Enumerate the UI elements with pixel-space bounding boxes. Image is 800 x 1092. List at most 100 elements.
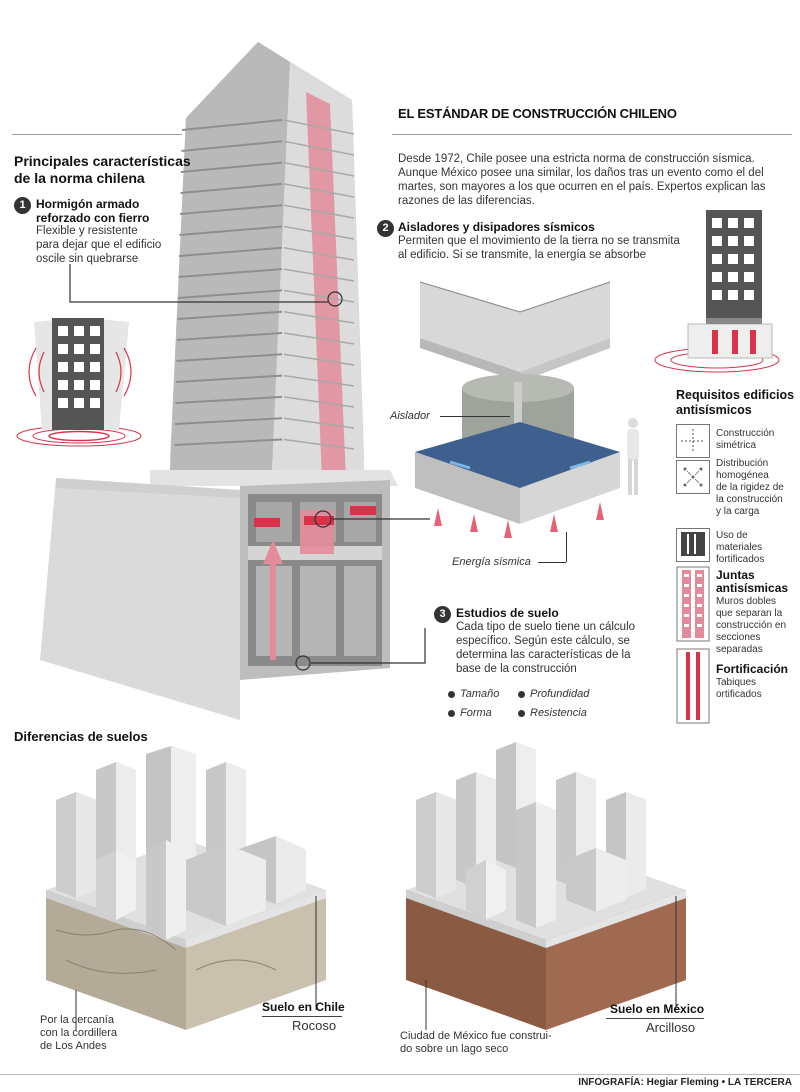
req-joints-line3: construcción en [716,620,787,631]
tower-floor-band [283,396,355,408]
item-3-title: Estudios de suelo [456,606,559,620]
tower-floor-band [174,438,283,446]
credit-source: LA TERCERA [727,1077,792,1088]
item-1-text-line2: para dejar que el edificio [36,239,162,251]
tower-floor-band [283,374,355,387]
tower-floor-band [283,268,355,282]
req-symmetry-line2: simétrica [716,440,757,451]
mexico-soil-type: Arcilloso [646,1020,696,1035]
item-3-text-line4: base de la construcción [456,663,577,675]
page-title: EL ESTÁNDAR DE CONSTRUCCIÓN CHILENO [398,106,677,121]
tower-floor-band [175,395,283,404]
mexico-soil-name: Suelo en México [610,1002,705,1016]
tower-floor-band [176,332,283,341]
req-joints-title-line2: antisísmicas [716,581,789,595]
tower-floor-band [283,353,355,366]
isolator-band [254,518,280,527]
soil-factor-forma: Forma [448,707,492,719]
tower [170,42,364,480]
tower-floor-band [180,161,283,173]
mexico-note-line1: Ciudad de México fue construi- [400,1030,552,1042]
tower-floor-band [283,161,355,177]
soil-factor-resistencia: Resistencia [518,707,587,719]
tower-floor-band [181,119,283,131]
req-joints-title-line1: Juntas [716,568,755,582]
callout-lines [69,264,430,671]
req-joints-line4: secciones [716,632,761,643]
req-materials-line2: materiales [716,542,763,553]
item-1-title-line2: reforzado con fierro [36,211,150,225]
req-fortification-line2: ortificados [716,689,762,700]
req-materials-line1: Uso de [716,530,748,541]
section-title-line2: de la norma chilena [14,170,145,186]
tower-floor-band [181,140,283,152]
tower-floor-band [283,438,355,450]
tower-floor-band [283,225,355,240]
chile-soil-name: Suelo en Chile [262,1000,345,1014]
req-joints-line1: Muros dobles [716,596,777,607]
person-figure-icon [627,418,639,495]
tower-floor-band [177,310,283,320]
item-2-number: 2 [377,220,394,237]
materials-icon [676,528,710,562]
req-distribution-line5: y la carga [716,506,760,517]
req-joints-line5: separadas [716,644,763,655]
item-3-text-line1: Cada tipo de suelo tiene un cálculo [456,621,636,633]
soils-title: Diferencias de suelos [14,729,148,744]
isolator-illustration [415,281,620,538]
item-1-number: 1 [14,197,31,214]
tower-floor-band [175,374,283,383]
tower-floor-band [283,183,355,198]
distribution-icon [676,460,710,494]
section-title-line1: Principales características [14,153,191,169]
tower-floor-band [178,246,283,257]
label-aislador: Aislador [390,410,430,422]
requirements-title-line1: Requisitos edificios [676,388,795,402]
req-distribution-line3: de la rigidez de [716,482,784,493]
req-distribution-line4: la construcción [716,494,783,505]
item-1-title-line1: Hormigón armado [36,197,140,211]
soil-factor-tamano: Tamaño [448,688,499,700]
item-2-title: Aisladores y disipadores sísmicos [398,220,595,234]
tower-floor-band [178,268,283,278]
sway-building-icon [16,318,142,447]
tower-floor-band [283,247,355,261]
tower-floor-band [179,225,283,236]
req-distribution-line2: homogénea [716,470,769,481]
intro-text: Desde 1972, Chile posee una estricta nor… [398,153,766,207]
symmetry-icon [676,424,710,458]
chile-note-line1: Por la cercanía [40,1014,114,1026]
chile-note-line3: de Los Andes [40,1040,107,1052]
item-3-text-line3: determina las características de la [456,649,631,661]
item-1-text-line1: Flexible y resistente [36,225,138,237]
tower-floor-band [283,417,355,429]
tower-floor-band [283,204,355,219]
podium [40,470,398,720]
tower-floor-band [180,182,283,194]
req-fortification-line1: Tabiques [716,677,757,688]
tower-floor-band [283,119,355,135]
isolated-building-icon [654,210,780,373]
req-symmetry-line1: Construcción [716,428,775,439]
req-distribution-line1: Distribución [716,458,769,469]
chile-soil-type: Rocoso [292,1018,337,1033]
requirements-title-line2: antisísmicos [676,403,752,417]
fortification-icon [676,648,710,724]
soil-factor-profundidad: Profundidad [518,688,589,700]
credit-line: INFOGRAFÍA: Hegiar Fleming • LA TERCERA [578,1077,792,1088]
tower-floor-band [179,204,283,215]
tower-floor-band [176,353,283,362]
label-energia-sismica: Energía sísmica [452,556,531,568]
tower-floor-band [174,417,283,425]
tower-floor-band [283,310,355,324]
req-materials-line3: fortificados [716,554,765,565]
joints-icon [676,566,710,642]
tower-floor-band [177,289,283,299]
req-fortification-title: Fortificación [716,662,789,676]
item-2-text-line2: al edificio. Si se transmite, la energía… [398,249,647,261]
item-3-text-line2: específico. Según este cálculo, se [456,635,630,647]
item-2-text-line1: Permiten que el movimiento de la tierra … [398,235,680,247]
credit-infografia: INFOGRAFÍA: Hegiar Fleming [578,1077,719,1088]
mexico-soil-block [406,742,686,1030]
